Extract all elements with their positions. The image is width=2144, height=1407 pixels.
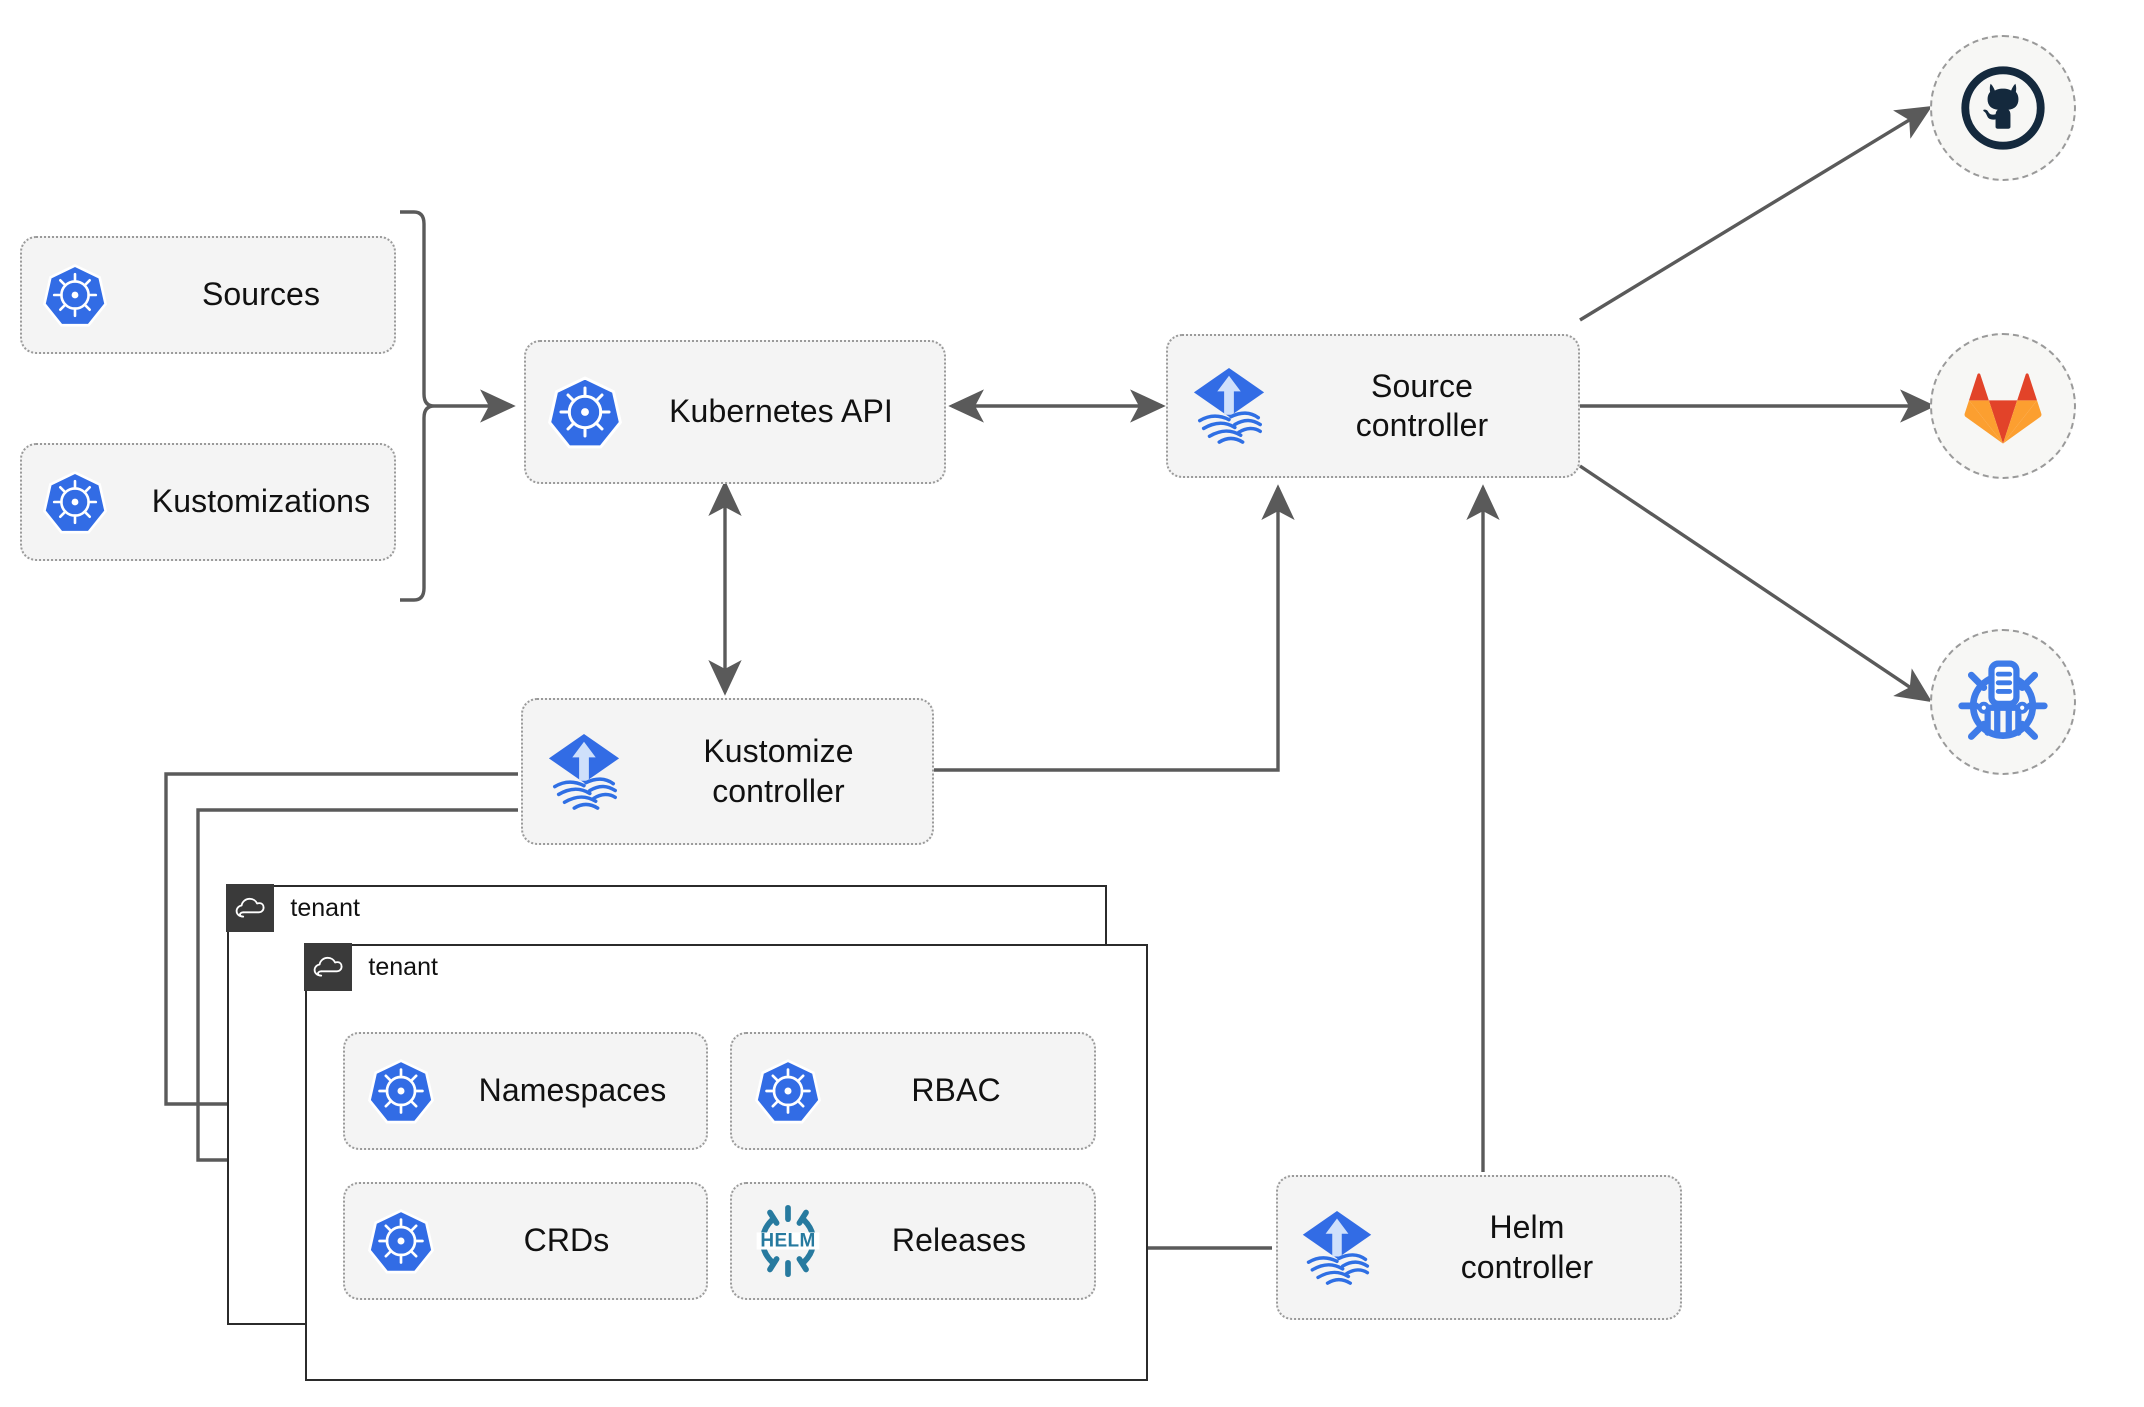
node-helm-controller-label: Helm controller: [1396, 1208, 1680, 1286]
source-controller-line1: Source: [1371, 367, 1473, 404]
node-kustomize-controller-label: Kustomize controller: [645, 732, 932, 810]
node-kustomizations[interactable]: Kustomizations: [20, 443, 396, 561]
node-source-controller[interactable]: Source controller: [1166, 334, 1580, 478]
flux-icon: [523, 732, 645, 812]
node-kubernetes-api[interactable]: Kubernetes API: [524, 340, 946, 484]
node-releases[interactable]: HELM Releases: [730, 1182, 1096, 1300]
endpoint-helm-repository[interactable]: [1930, 629, 2076, 775]
node-helm-controller[interactable]: Helm controller: [1276, 1175, 1682, 1320]
endpoint-gitlab[interactable]: [1930, 333, 2076, 479]
node-rbac[interactable]: RBAC: [730, 1032, 1096, 1150]
kubernetes-icon: [732, 1058, 844, 1124]
node-rbac-label: RBAC: [911, 1072, 1001, 1109]
node-kubernetes-api-label: Kubernetes API: [669, 393, 893, 430]
kubernetes-icon: [22, 470, 128, 534]
tenant-front-header: tenant: [304, 943, 438, 992]
kustomize-controller-line2: controller: [712, 772, 845, 809]
node-releases-label: Releases: [891, 1222, 1027, 1259]
kustomize-controller-line1: Kustomize: [703, 733, 854, 770]
gitlab-icon: [1964, 373, 2042, 444]
edge-source-github: [1579, 106, 1933, 322]
helm-controller-line2: controller: [1460, 1248, 1594, 1285]
flux-icon: [1278, 1209, 1396, 1287]
tenant-front-label: tenant: [368, 952, 438, 981]
cloud-icon: [304, 943, 353, 992]
helm-icon: HELM: [732, 1204, 844, 1278]
edge-kustomize-source: [932, 484, 1295, 772]
node-sources-label: Sources: [201, 276, 321, 313]
tenant-back-header: tenant: [226, 884, 360, 933]
node-namespaces-label: Namespaces: [478, 1072, 667, 1109]
endpoint-github[interactable]: [1930, 35, 2076, 181]
node-crds[interactable]: CRDs: [343, 1182, 708, 1300]
kubernetes-icon: [526, 375, 644, 449]
tenant-panel-front: tenant: [304, 943, 1148, 1381]
github-icon: [1961, 66, 2045, 150]
node-sources[interactable]: Sources: [20, 236, 396, 354]
node-source-controller-label: Source controller: [1290, 367, 1578, 445]
node-kustomizations-label: Kustomizations: [151, 483, 371, 520]
kubernetes-icon: [345, 1058, 457, 1124]
helm-chart-icon: [1958, 660, 2048, 740]
kubernetes-icon: [345, 1208, 457, 1274]
node-namespaces[interactable]: Namespaces: [343, 1032, 708, 1150]
edge-source-helmrepo: [1579, 464, 1933, 703]
tenant-back-label: tenant: [290, 893, 360, 922]
cloud-icon: [226, 884, 275, 933]
node-kustomize-controller[interactable]: Kustomize controller: [521, 698, 934, 845]
helm-controller-line1: Helm: [1489, 1209, 1565, 1246]
source-controller-line2: controller: [1355, 407, 1489, 443]
node-crds-label: CRDs: [523, 1222, 610, 1259]
svg-text:HELM: HELM: [760, 1231, 815, 1252]
flux-icon: [1168, 366, 1290, 446]
inputs-brace: [400, 210, 435, 602]
kubernetes-icon: [22, 263, 128, 327]
